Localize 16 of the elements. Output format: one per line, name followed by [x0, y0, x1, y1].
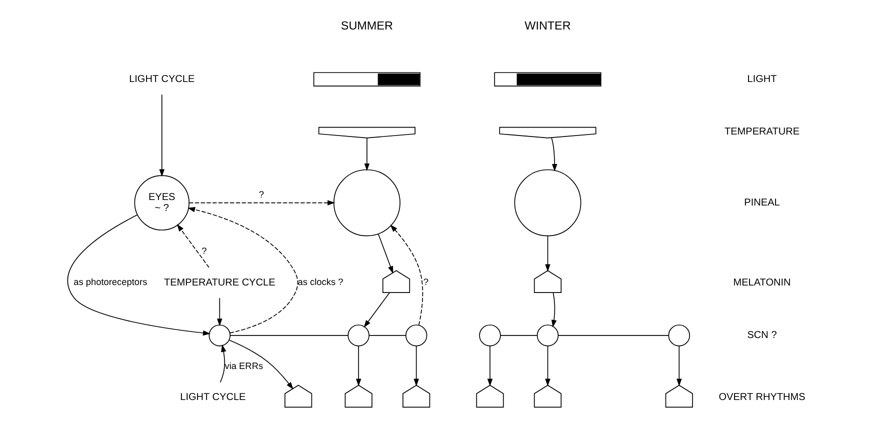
label: OVERT RHYTHMS	[718, 392, 805, 403]
edge-label: as photoreceptors	[73, 277, 147, 288]
node-text: TEMPERATURE CYCLE	[163, 277, 275, 288]
label: SUMMER	[340, 20, 392, 33]
node-text: LIGHT CYCLE	[180, 392, 246, 403]
edge-label: ?	[201, 246, 206, 256]
label: LIGHT	[746, 74, 776, 85]
label: PINEAL	[744, 197, 780, 208]
edge-label: ?	[422, 277, 428, 288]
node-text: LIGHT CYCLE	[128, 74, 194, 85]
label: TEMPERATURE	[724, 126, 800, 138]
label: MELATONIN	[732, 277, 790, 288]
edge-label: ?	[258, 190, 264, 200]
edge-label: as clocks ?	[297, 277, 343, 288]
label: WINTER	[524, 20, 570, 33]
label: SCN ?	[746, 330, 776, 342]
